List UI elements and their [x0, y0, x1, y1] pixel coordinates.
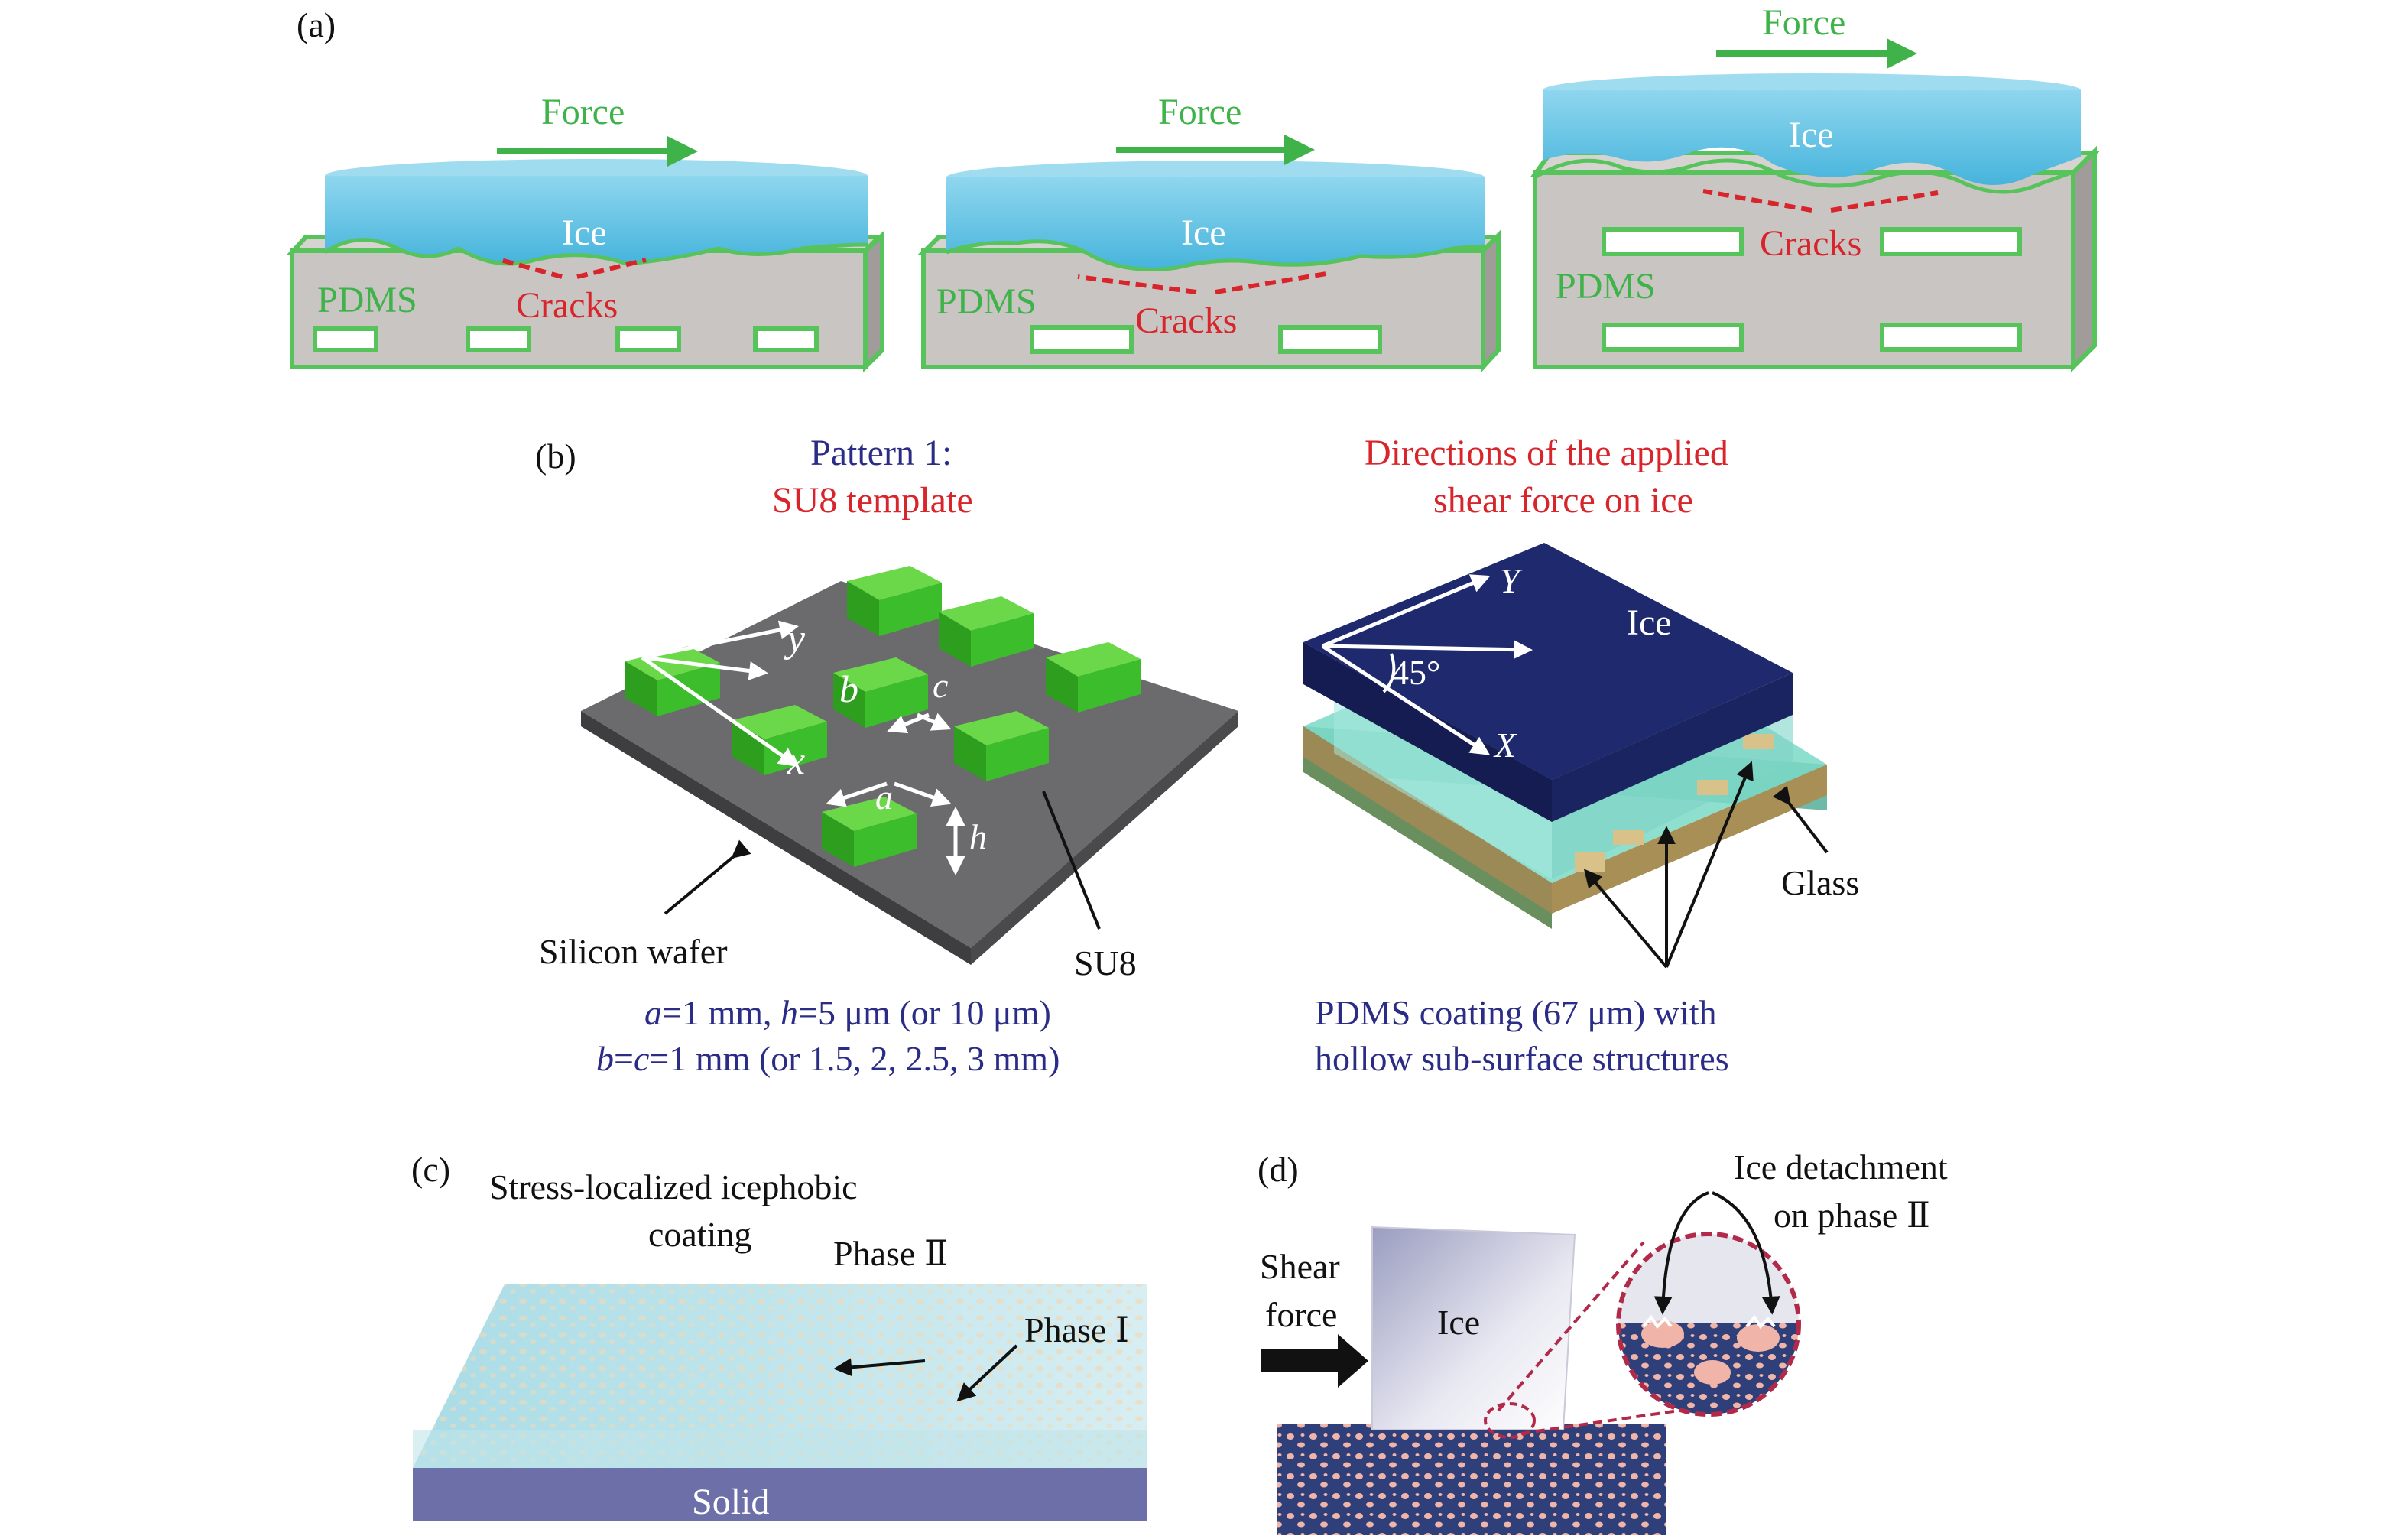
- solid-label: Solid: [692, 1482, 769, 1522]
- hollow-structure: [1697, 780, 1728, 795]
- su8-label: SU8: [1074, 943, 1137, 982]
- silicon-label: Silicon wafer: [539, 932, 728, 971]
- force-label-1: Force: [541, 92, 625, 132]
- ice-label-2: Ice: [1181, 213, 1226, 253]
- panel-c-label: (c): [411, 1150, 450, 1189]
- dim2-eq: =: [614, 1039, 634, 1078]
- block-3: Force Ice PDMS Cracks: [1530, 2, 2101, 373]
- hollow-structure: [1575, 852, 1605, 872]
- label-y: y: [784, 617, 806, 661]
- solid-layer: [413, 1468, 1147, 1521]
- dimensions-line1: a=1 mm, h=5 μm (or 10 μm): [644, 993, 1051, 1032]
- ice-body-1: [325, 176, 868, 264]
- label-Y: Y: [1500, 561, 1523, 600]
- su8-pillar: [954, 711, 1049, 781]
- cracks-label-1: Cracks: [516, 285, 618, 326]
- pdms-label-1: PDMS: [317, 280, 417, 320]
- block-1: Force Ice PDMS Cracks: [287, 92, 885, 373]
- force-label-3: Force: [1762, 2, 1845, 43]
- void-1d: [753, 326, 819, 352]
- pdms-label-2: PDMS: [936, 281, 1037, 322]
- ice-label-b: Ice: [1627, 602, 1672, 643]
- label-h: h: [969, 817, 987, 856]
- void-1b: [466, 326, 531, 352]
- dim2-b: b: [596, 1039, 614, 1078]
- ice-label-1: Ice: [562, 213, 607, 253]
- dim1-h: h: [780, 993, 798, 1032]
- force-label-2: Force: [1158, 92, 1241, 132]
- pattern-title: Pattern 1:: [810, 433, 952, 473]
- ice-label-d: Ice: [1437, 1303, 1480, 1342]
- su8-pillar: [833, 657, 928, 728]
- glass-pointer: [1772, 785, 1829, 854]
- shear-arrow: [1261, 1334, 1368, 1388]
- dim1-a: a: [644, 993, 662, 1032]
- glass-label: Glass: [1781, 863, 1859, 902]
- pdms-coating-line1: PDMS coating (67 μm) with: [1315, 993, 1717, 1032]
- panel-b-label: (b): [535, 437, 576, 476]
- coating-block: Solid: [413, 1284, 1147, 1522]
- su8-pillar: [939, 596, 1034, 667]
- hollow-structure: [1743, 734, 1774, 749]
- cracks-arrows-1: [500, 258, 647, 279]
- shear-label1: Shear: [1260, 1247, 1340, 1286]
- cracks-label-3: Cracks: [1760, 223, 1861, 264]
- hollow-structure: [1613, 830, 1644, 845]
- dim1-rest2: =5 μm (or 10 μm): [798, 993, 1051, 1032]
- silicon-pointer: [664, 839, 751, 915]
- silicon-wafer-top: [581, 581, 1238, 948]
- pdms-label-3: PDMS: [1556, 266, 1656, 307]
- void-1a: [313, 326, 378, 352]
- directions-line1: Directions of the applied: [1365, 433, 1728, 473]
- pattern-subtitle: SU8 template: [772, 480, 973, 521]
- zoom-source: [1484, 1402, 1536, 1439]
- panel-d-label: (d): [1258, 1150, 1299, 1189]
- coating-title1: Stress-localized icephobic: [489, 1167, 858, 1206]
- cracks-label-2: Cracks: [1135, 300, 1237, 341]
- dimensions-line2: b=c=1 mm (or 1.5, 2, 2.5, 3 mm): [596, 1039, 1060, 1078]
- detach-label2: on phase Ⅱ: [1774, 1196, 1930, 1235]
- su8-pointer: [1042, 791, 1101, 930]
- coating-title2: coating: [648, 1215, 751, 1254]
- ice-label-3: Ice: [1789, 115, 1834, 155]
- label-a: a: [875, 778, 893, 817]
- label-b: b: [839, 667, 858, 710]
- phase1-label-c: Phase Ⅰ: [1024, 1310, 1129, 1349]
- label-45: 45°: [1391, 653, 1440, 692]
- label-x: x: [787, 739, 805, 783]
- zoom-circle: [1616, 1232, 1801, 1417]
- su8-pillar: [1046, 642, 1141, 713]
- block-2: Force Ice PDMS Cracks: [917, 92, 1503, 373]
- su8-pillar: [822, 797, 917, 867]
- shear-label2: force: [1265, 1295, 1337, 1334]
- coating-substrate: [1277, 1424, 1666, 1535]
- panel-a-label: (a): [297, 5, 336, 44]
- void-1c: [615, 326, 681, 352]
- su8-template: y x b c a h Silicon wafer SU8: [539, 566, 1238, 982]
- detach-label1: Ice detachment: [1734, 1148, 1948, 1187]
- pdms-coating-line2: hollow sub-surface structures: [1315, 1039, 1729, 1078]
- directions-line2: shear force on ice: [1433, 480, 1693, 521]
- ice-on-pdms: Y X 45° Ice Glass: [1303, 543, 1859, 969]
- ice-block-d: [1371, 1226, 1576, 1430]
- su8-pillar: [847, 566, 942, 636]
- dim1-rest1: =1 mm,: [662, 993, 780, 1032]
- phase2-label-c: Phase Ⅱ: [833, 1234, 948, 1273]
- dim2-c: c: [634, 1039, 649, 1078]
- label-c: c: [933, 666, 948, 705]
- dim2-rest: =1 mm (or 1.5, 2, 2.5, 3 mm): [649, 1039, 1060, 1078]
- label-X: X: [1493, 726, 1517, 765]
